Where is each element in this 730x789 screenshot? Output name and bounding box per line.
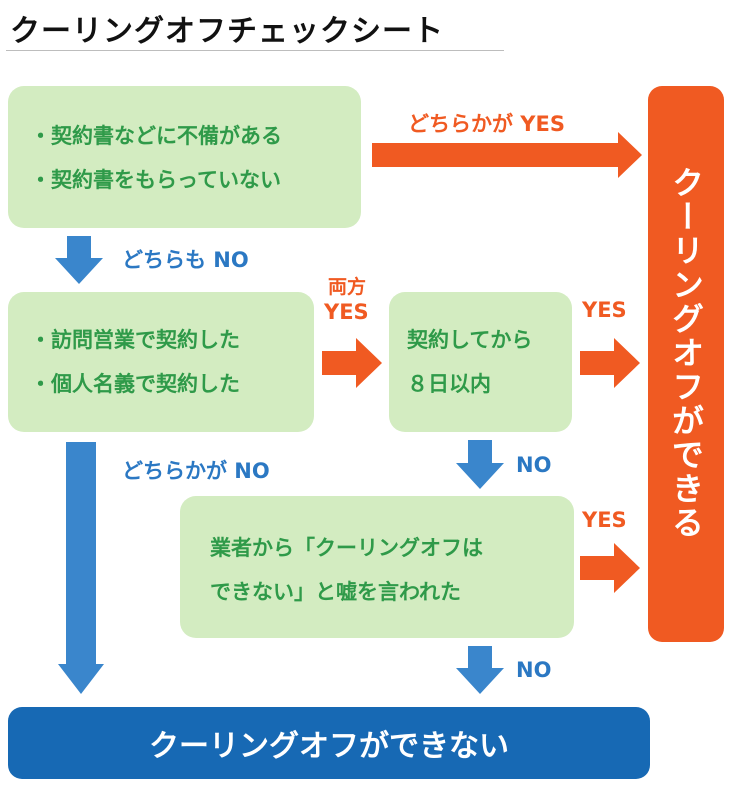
label-either-no: どちらかが NO xyxy=(122,459,270,483)
label-no-box4: NO xyxy=(516,658,552,682)
arrow-box3-to-box4 xyxy=(456,440,504,489)
label-yes-box3: YES xyxy=(582,298,627,322)
arrow-box1-to-can xyxy=(372,132,642,178)
arrow-box2-to-box3 xyxy=(322,338,382,388)
arrow-box4-to-cannot xyxy=(456,646,504,694)
condition-line: できない」と嘘を言われた xyxy=(210,580,461,604)
condition-box-lied-about: 業者から「クーリングオフは できない」と嘘を言われた xyxy=(180,496,574,638)
label-no-box3: NO xyxy=(516,453,552,477)
label-both-yes-line2: YES xyxy=(324,300,369,324)
condition-box-contract-defect: ・契約書などに不備がある ・契約書をもらっていない xyxy=(8,86,361,228)
label-either-yes: どちらかが YES xyxy=(408,112,565,136)
condition-line: 契約してから xyxy=(407,328,533,352)
condition-line: ８日以内 xyxy=(407,372,491,396)
page-title: クーリングオフチェックシート xyxy=(10,14,444,49)
arrow-box2-to-cannot xyxy=(58,442,104,694)
condition-line: 業者から「クーリングオフは xyxy=(210,536,483,560)
condition-box-sales-type: ・訪問営業で契約した ・個人名義で契約した xyxy=(8,292,314,432)
title-divider xyxy=(6,50,504,51)
condition-line: ・契約書をもらっていない xyxy=(30,168,281,192)
condition-line: ・個人名義で契約した xyxy=(30,372,240,396)
result-cannot-cooling-off: クーリングオフができない xyxy=(8,707,650,779)
arrow-box3-to-can xyxy=(580,338,640,388)
result-can-cooling-off: クーリングオフができる xyxy=(648,86,724,642)
label-yes-box4: YES xyxy=(582,508,627,532)
condition-line: ・契約書などに不備がある xyxy=(30,124,282,148)
condition-line: ・訪問営業で契約した xyxy=(30,328,240,352)
condition-box-within-8-days: 契約してから ８日以内 xyxy=(389,292,572,432)
arrow-box4-to-can xyxy=(580,543,640,593)
result-can-label: クーリングオフができる xyxy=(667,166,705,540)
label-both-no: どちらも NO xyxy=(122,248,249,272)
label-both-yes-line1: 両方 xyxy=(328,276,367,298)
arrow-box1-to-box2 xyxy=(55,236,103,284)
